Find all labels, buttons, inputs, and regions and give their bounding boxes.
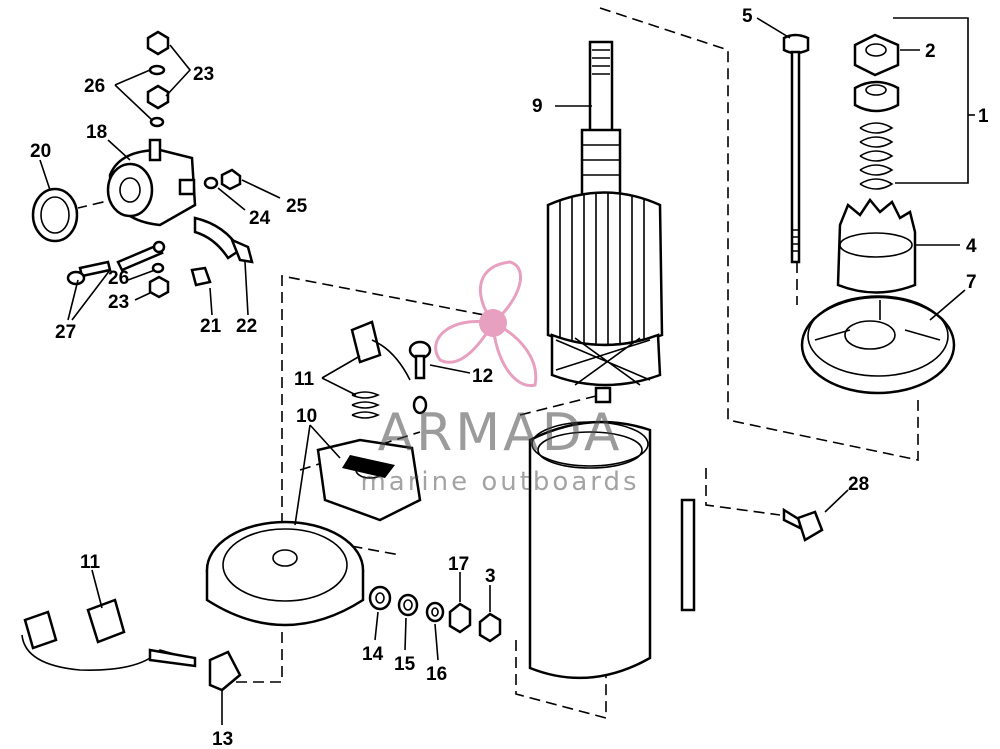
- label-part-12: 12: [472, 366, 493, 387]
- label-part-20: 20: [30, 141, 51, 162]
- label-part-10: 10: [296, 406, 317, 427]
- drive-parts: [782, 33, 956, 395]
- leader-lines: [39, 17, 975, 725]
- label-part-9: 9: [532, 96, 543, 117]
- label-part-5: 5: [742, 6, 753, 27]
- label-part-18: 18: [86, 122, 107, 143]
- label-part-24: 24: [249, 208, 271, 229]
- label-part-3: 3: [485, 566, 496, 587]
- label-part-28: 28: [848, 474, 869, 495]
- brush-parts: [205, 320, 432, 627]
- watermark-subtitle: marine outboards: [360, 467, 639, 497]
- label-part-22: 22: [236, 316, 257, 337]
- part-labels: 1 2 3 4 5 7 9 10 11 11 12 13 14 15 16 17…: [30, 6, 989, 749]
- propeller-logo: [434, 260, 538, 387]
- brush-set-lower: [21, 598, 242, 692]
- label-part-27: 27: [55, 322, 76, 343]
- label-part-21: 21: [200, 316, 222, 337]
- cap-screw: [782, 507, 824, 542]
- armada-watermark: ARMADA marine outboards: [360, 260, 639, 497]
- label-part-25: 25: [286, 196, 308, 217]
- label-part-16: 16: [426, 664, 447, 685]
- label-part-23-lower: 23: [108, 292, 129, 313]
- armature: [546, 40, 664, 404]
- label-part-11-lower: 11: [80, 552, 101, 573]
- label-part-1: 1: [978, 106, 989, 127]
- label-part-17: 17: [448, 554, 469, 575]
- washers-nuts: [368, 585, 502, 643]
- label-part-13: 13: [212, 729, 233, 749]
- label-part-26-upper: 26: [84, 76, 105, 97]
- propeller-hub: [479, 309, 507, 337]
- label-part-23-upper: 23: [193, 64, 214, 85]
- label-part-2: 2: [925, 41, 936, 62]
- watermark-title: ARMADA: [378, 403, 623, 463]
- label-part-7: 7: [966, 272, 977, 293]
- label-part-14: 14: [362, 644, 384, 665]
- label-part-4: 4: [966, 236, 977, 257]
- label-part-15: 15: [394, 654, 416, 675]
- label-part-26-lower: 26: [108, 268, 129, 289]
- label-part-11-upper: 11: [294, 369, 315, 390]
- solenoid-group: [31, 30, 254, 299]
- motor-frame-housing: [528, 420, 696, 680]
